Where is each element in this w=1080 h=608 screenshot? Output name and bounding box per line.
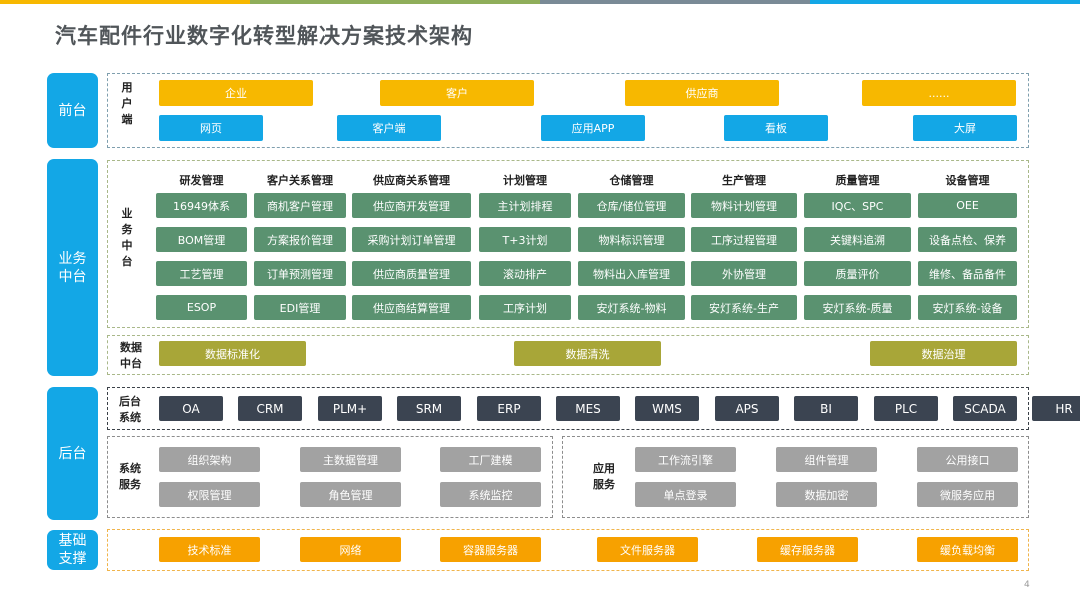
backend-system-button-6[interactable]: WMS [635, 396, 699, 421]
system-service-button-4[interactable]: 角色管理 [300, 482, 401, 507]
top-bar-gray [540, 0, 810, 4]
backend-system-button-10[interactable]: SCADA [953, 396, 1017, 421]
business-module-button[interactable]: 方案报价管理 [254, 227, 346, 252]
business-column-header: 研发管理 [179, 174, 224, 187]
business-column-header: 客户关系管理 [267, 174, 333, 187]
business-module-button[interactable]: 安灯系统-物料 [578, 295, 685, 320]
row-label-base: 基础 支撑 [47, 530, 98, 570]
app-service-button-1[interactable]: 组件管理 [776, 447, 877, 472]
system-service-button-5[interactable]: 系统监控 [440, 482, 541, 507]
business-module-button[interactable]: OEE [918, 193, 1017, 218]
page-number: 4 [1024, 580, 1030, 590]
business-column-header: 质量管理 [835, 174, 880, 187]
base-support-button-3[interactable]: 文件服务器 [597, 537, 698, 562]
base-support-button-2[interactable]: 容器服务器 [440, 537, 541, 562]
system-service-button-2[interactable]: 工厂建模 [440, 447, 541, 472]
backend-systems-label: 后台 系统 [119, 395, 141, 424]
business-module-button[interactable]: EDI管理 [254, 295, 346, 320]
front-label: 用 户 端 [121, 81, 133, 126]
app-service-button-3[interactable]: 单点登录 [635, 482, 736, 507]
backend-system-button-11[interactable]: HR [1032, 396, 1080, 421]
business-module-button[interactable]: 维修、备品备件 [918, 261, 1017, 286]
base-support-button-5[interactable]: 缓负载均衡 [917, 537, 1018, 562]
user-button-1[interactable]: 客户 [380, 80, 534, 106]
business-module-button[interactable]: BOM管理 [156, 227, 247, 252]
business-module-button[interactable]: 供应商开发管理 [352, 193, 471, 218]
backend-system-button-4[interactable]: ERP [477, 396, 541, 421]
business-module-button[interactable]: 供应商质量管理 [352, 261, 471, 286]
business-module-button[interactable]: 工艺管理 [156, 261, 247, 286]
data-center-label: 数据 中台 [120, 341, 142, 370]
business-module-button[interactable]: 供应商结算管理 [352, 295, 471, 320]
app-service-button-5[interactable]: 微服务应用 [917, 482, 1018, 507]
base-support-section [107, 529, 1029, 571]
business-module-button[interactable]: ESOP [156, 295, 247, 320]
business-module-button[interactable]: 采购计划订单管理 [352, 227, 471, 252]
business-label: 业 务 中 台 [121, 207, 133, 268]
business-column-header: 计划管理 [503, 174, 547, 187]
business-module-button[interactable]: 设备点检、保养 [918, 227, 1017, 252]
business-module-button[interactable]: 安灯系统-生产 [691, 295, 797, 320]
top-bar-yellow [0, 0, 250, 4]
client-button-4[interactable]: 大屏 [913, 115, 1017, 141]
row-label-back: 后台 [47, 387, 98, 520]
business-module-button[interactable]: 滚动排产 [479, 261, 571, 286]
business-module-button[interactable]: 物料出入库管理 [578, 261, 685, 286]
business-module-button[interactable]: 工序过程管理 [691, 227, 797, 252]
business-column-header: 仓储管理 [609, 174, 654, 187]
business-module-button[interactable]: 外协管理 [691, 261, 797, 286]
business-column-header: 生产管理 [722, 174, 766, 187]
backend-system-button-3[interactable]: SRM [397, 396, 461, 421]
user-button-0[interactable]: 企业 [159, 80, 313, 106]
business-module-button[interactable]: T+3计划 [479, 227, 571, 252]
business-module-button[interactable]: IQC、SPC [804, 193, 911, 218]
data-center-button-0[interactable]: 数据标准化 [159, 341, 306, 366]
backend-system-button-5[interactable]: MES [556, 396, 620, 421]
backend-system-button-2[interactable]: PLM+ [318, 396, 382, 421]
system-service-button-3[interactable]: 权限管理 [159, 482, 260, 507]
business-module-button[interactable]: 物料计划管理 [691, 193, 797, 218]
business-module-button[interactable]: 主计划排程 [479, 193, 571, 218]
business-module-button[interactable]: 物料标识管理 [578, 227, 685, 252]
app-service-button-0[interactable]: 工作流引擎 [635, 447, 736, 472]
data-center-button-2[interactable]: 数据治理 [870, 341, 1017, 366]
app-services-label: 应用 服务 [593, 462, 615, 491]
business-module-button[interactable]: 工序计划 [479, 295, 571, 320]
system-service-button-1[interactable]: 主数据管理 [300, 447, 401, 472]
backend-system-button-1[interactable]: CRM [238, 396, 302, 421]
client-button-3[interactable]: 看板 [724, 115, 828, 141]
business-module-button[interactable]: 安灯系统-设备 [918, 295, 1017, 320]
base-support-button-4[interactable]: 缓存服务器 [757, 537, 858, 562]
row-label-front: 前台 [47, 73, 98, 148]
top-bar-green [250, 0, 540, 4]
app-service-button-4[interactable]: 数据加密 [776, 482, 877, 507]
business-module-button[interactable]: 16949体系 [156, 193, 247, 218]
app-service-button-2[interactable]: 公用接口 [917, 447, 1018, 472]
business-column-header: 设备管理 [945, 174, 990, 187]
user-button-2[interactable]: 供应商 [625, 80, 779, 106]
business-module-button[interactable]: 质量评价 [804, 261, 911, 286]
business-module-button[interactable]: 商机客户管理 [254, 193, 346, 218]
business-column-header: 供应商关系管理 [373, 174, 450, 187]
client-button-2[interactable]: 应用APP [541, 115, 645, 141]
system-services-label: 系统 服务 [119, 462, 141, 491]
base-support-button-1[interactable]: 网络 [300, 537, 401, 562]
base-support-button-0[interactable]: 技术标准 [159, 537, 260, 562]
business-module-button[interactable]: 订单预测管理 [254, 261, 346, 286]
top-bar-blue [810, 0, 1080, 4]
data-center-button-1[interactable]: 数据清洗 [514, 341, 661, 366]
backend-system-button-8[interactable]: BI [794, 396, 858, 421]
business-module-button[interactable]: 关键料追溯 [804, 227, 911, 252]
backend-system-button-7[interactable]: APS [715, 396, 779, 421]
page-title: 汽车配件行业数字化转型解决方案技术架构 [55, 24, 473, 48]
backend-system-button-0[interactable]: OA [159, 396, 223, 421]
business-module-button[interactable]: 安灯系统-质量 [804, 295, 911, 320]
client-button-1[interactable]: 客户端 [337, 115, 441, 141]
client-button-0[interactable]: 网页 [159, 115, 263, 141]
system-service-button-0[interactable]: 组织架构 [159, 447, 260, 472]
row-label-middle: 业务 中台 [47, 159, 98, 376]
business-module-button[interactable]: 仓库/储位管理 [578, 193, 685, 218]
user-button-3[interactable]: ...... [862, 80, 1016, 106]
backend-system-button-9[interactable]: PLC [874, 396, 938, 421]
